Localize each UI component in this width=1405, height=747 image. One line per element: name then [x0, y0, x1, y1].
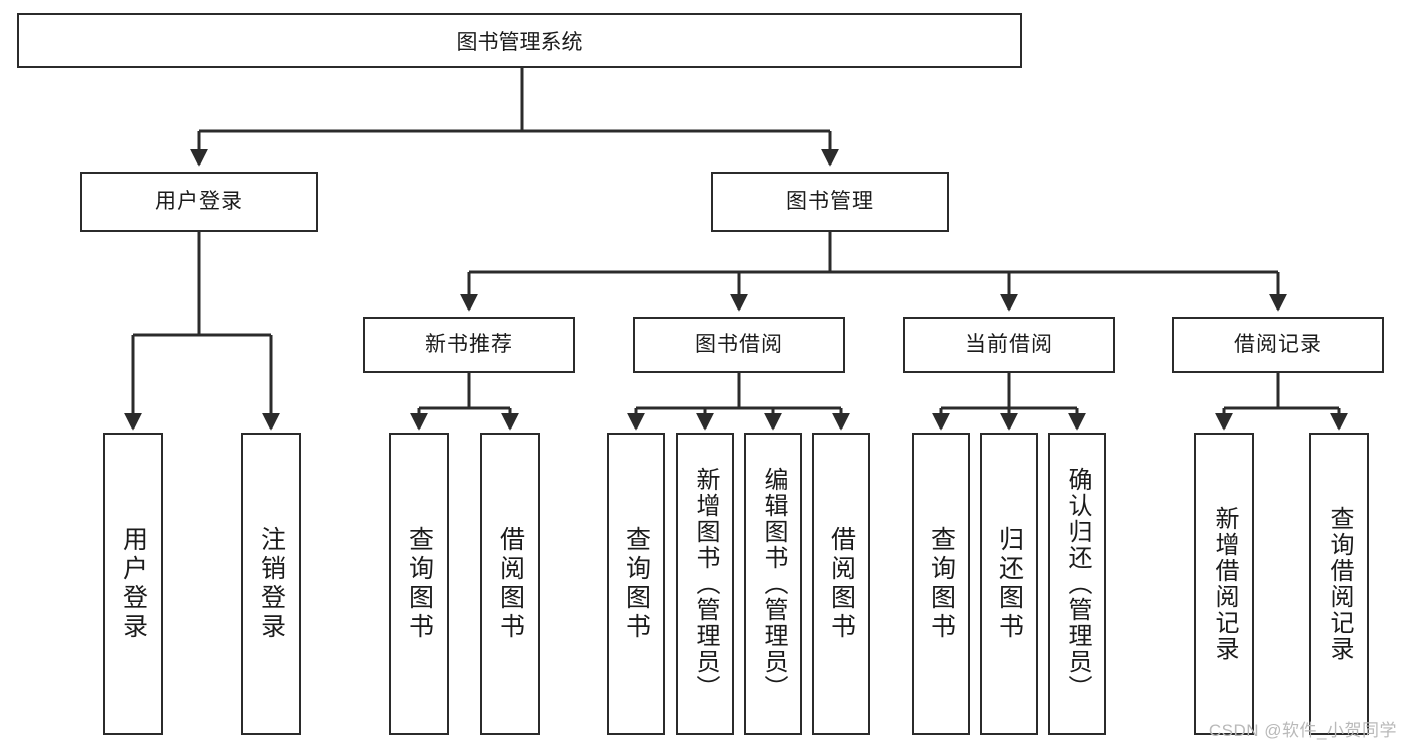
- leaf-label: 确认归还（管理员）: [1064, 467, 1091, 701]
- leaf-label: 归还图书: [995, 526, 1024, 642]
- leaf-book-borrow-add[interactable]: 新增图书（管理员）: [676, 433, 734, 735]
- leaf-borrow-records-add[interactable]: 新增借阅记录: [1194, 433, 1254, 735]
- node-borrow-records[interactable]: 借阅记录: [1172, 317, 1384, 373]
- node-book-management[interactable]: 图书管理: [711, 172, 949, 232]
- leaf-new-book-borrow[interactable]: 借阅图书: [480, 433, 540, 735]
- node-root[interactable]: 图书管理系统: [17, 13, 1022, 68]
- leaf-current-borrow-confirm[interactable]: 确认归还（管理员）: [1048, 433, 1106, 735]
- leaf-label: 查询图书: [405, 526, 434, 642]
- leaf-current-borrow-return[interactable]: 归还图书: [980, 433, 1038, 735]
- leaf-label: 编辑图书（管理员）: [760, 467, 787, 701]
- leaf-user-login-logout[interactable]: 注销登录: [241, 433, 301, 735]
- leaf-borrow-records-query[interactable]: 查询借阅记录: [1309, 433, 1369, 735]
- node-user-login[interactable]: 用户登录: [80, 172, 318, 232]
- watermark: CSDN @软件_小贺同学: [1208, 721, 1397, 740]
- leaf-label: 查询借阅记录: [1326, 506, 1353, 662]
- leaf-new-book-query[interactable]: 查询图书: [389, 433, 449, 735]
- node-book-borrow[interactable]: 图书借阅: [633, 317, 845, 373]
- leaf-label: 借阅图书: [496, 526, 525, 642]
- leaf-label: 借阅图书: [827, 526, 856, 642]
- leaf-current-borrow-query[interactable]: 查询图书: [912, 433, 970, 735]
- leaf-label: 用户登录: [119, 526, 148, 642]
- leaf-label: 查询图书: [622, 526, 651, 642]
- leaf-book-borrow-borrow[interactable]: 借阅图书: [812, 433, 870, 735]
- leaf-book-borrow-edit[interactable]: 编辑图书（管理员）: [744, 433, 802, 735]
- node-new-book-recommend[interactable]: 新书推荐: [363, 317, 575, 373]
- leaf-label: 注销登录: [257, 526, 286, 642]
- leaf-book-borrow-query[interactable]: 查询图书: [607, 433, 665, 735]
- leaf-label: 新增借阅记录: [1211, 506, 1238, 662]
- node-current-borrow[interactable]: 当前借阅: [903, 317, 1115, 373]
- leaf-label: 新增图书（管理员）: [692, 467, 719, 701]
- leaf-label: 查询图书: [927, 526, 956, 642]
- leaf-user-login-login[interactable]: 用户登录: [103, 433, 163, 735]
